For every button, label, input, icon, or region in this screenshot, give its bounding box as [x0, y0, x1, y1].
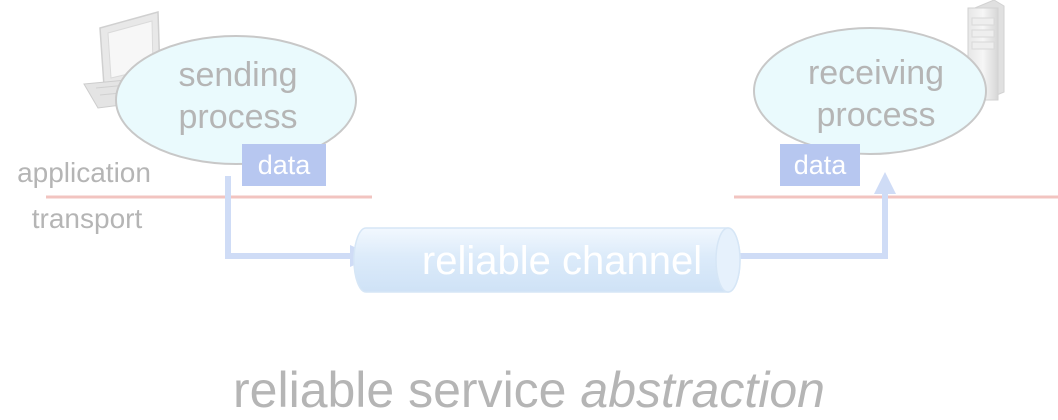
diagram-caption: reliable service abstraction — [0, 360, 1058, 420]
sending-process-label-line2: process — [178, 98, 297, 136]
sender-data-label: data — [258, 150, 312, 180]
sender-to-channel-arrow — [225, 176, 374, 267]
reliable-channel-pipe — [353, 227, 741, 293]
sending-process-label-line1: sending — [178, 56, 297, 94]
sender-data-box — [242, 144, 326, 186]
transport-layer-label: transport — [32, 203, 143, 234]
sending-process-bubble — [115, 35, 357, 165]
receiver-data-label: data — [794, 150, 848, 180]
receiver-data-box — [780, 144, 860, 186]
caption-normal: reliable service — [233, 362, 581, 418]
receiving-process-label-line1: receiving — [808, 54, 944, 92]
caption-italic: abstraction — [580, 362, 825, 418]
application-layer-label: application — [17, 157, 151, 188]
receiving-process-label-line2: process — [816, 96, 935, 134]
reliable-channel-label: reliable channel — [422, 239, 702, 283]
receiving-process-bubble — [753, 27, 987, 155]
channel-to-receiver-arrow — [734, 172, 896, 259]
